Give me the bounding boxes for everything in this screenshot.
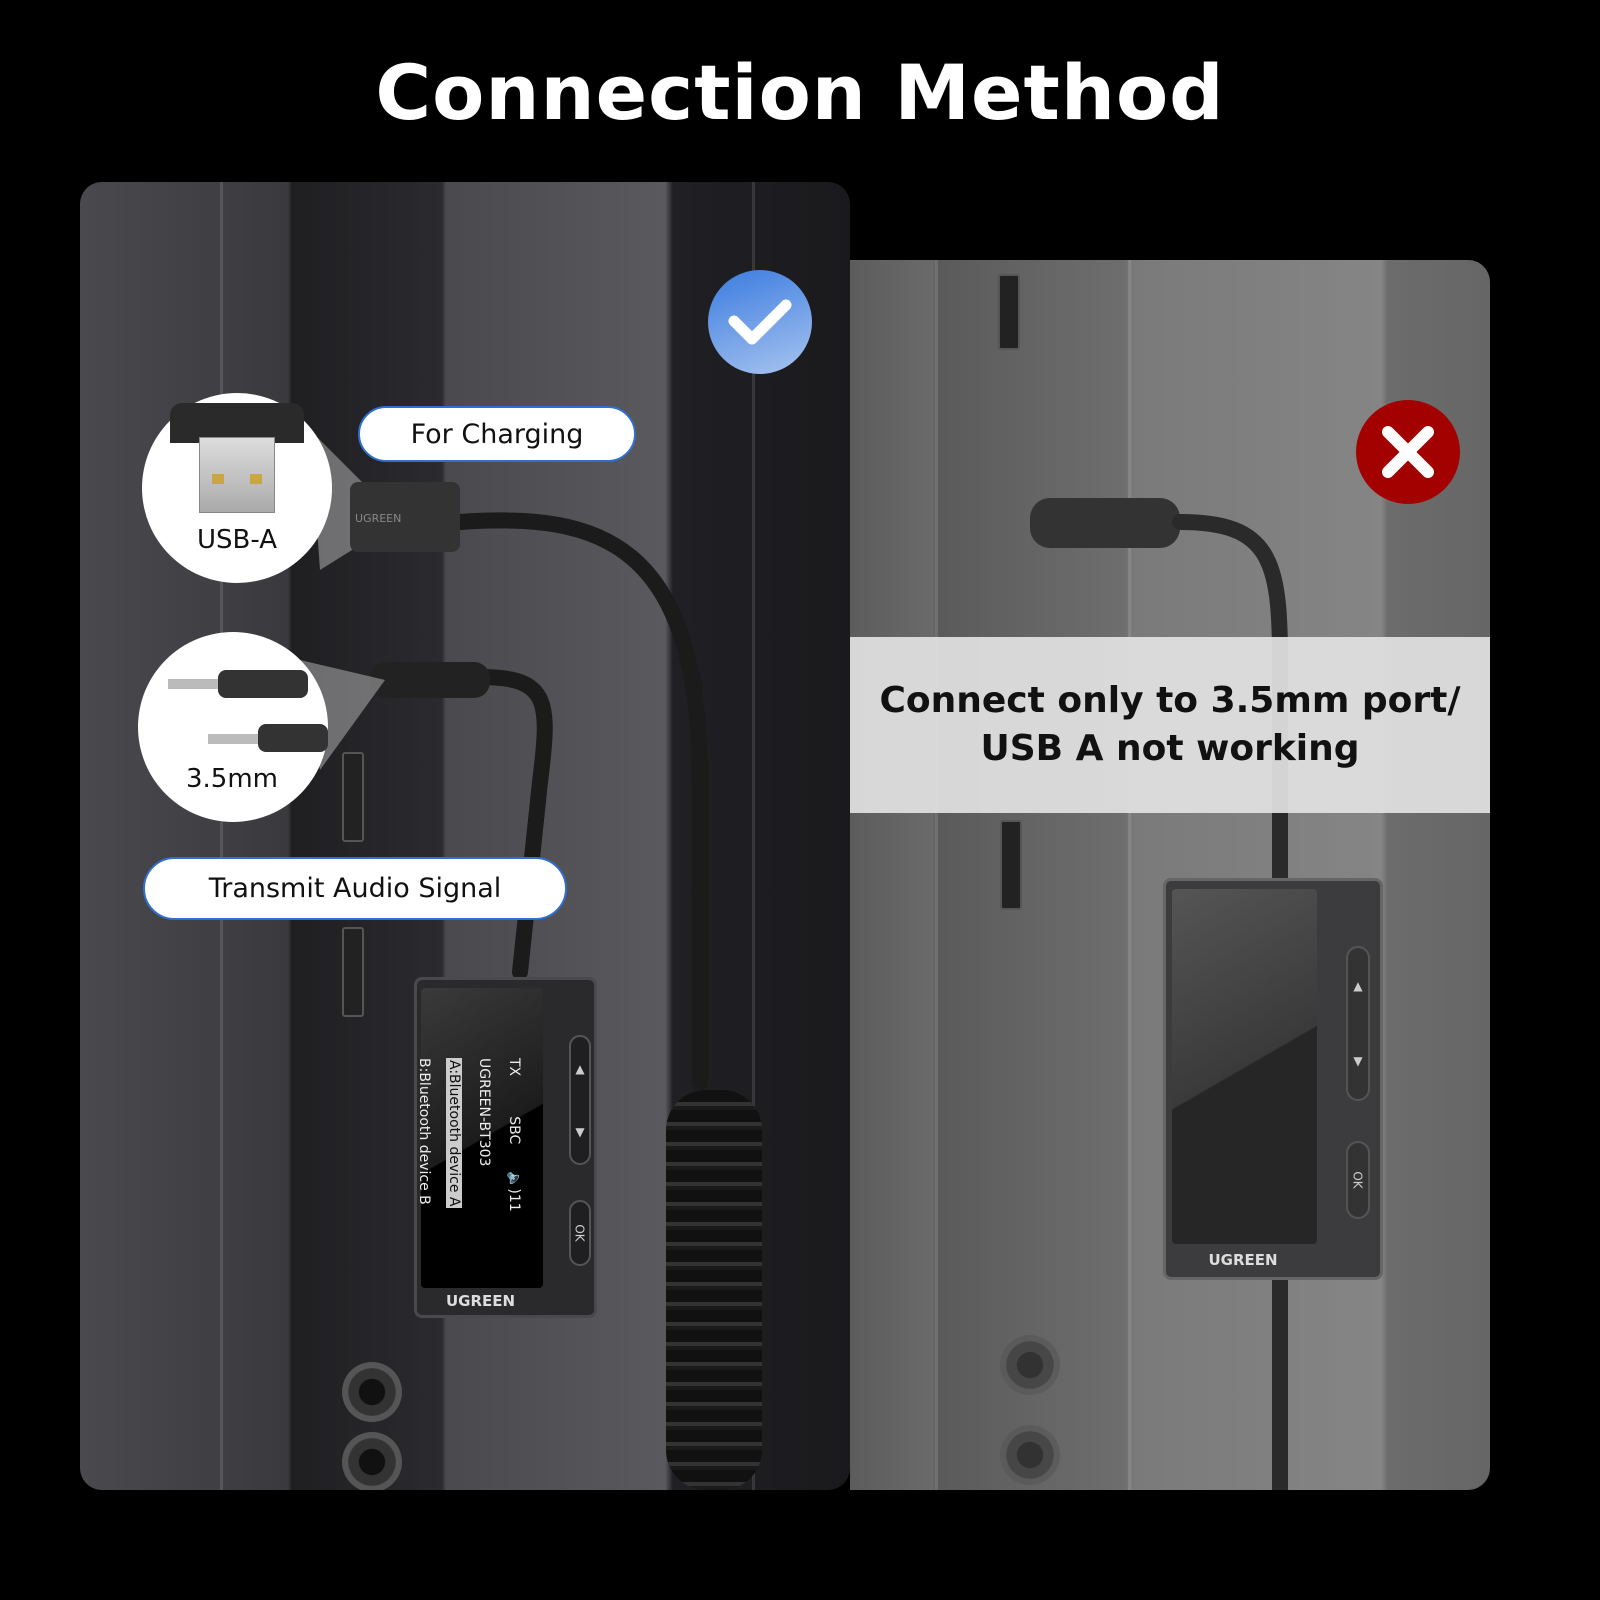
screen-codec: SBC bbox=[506, 1116, 522, 1145]
hdmi-port bbox=[998, 274, 1020, 350]
device-screen: TX SBC 🔈)11 UGREEN-BT303 A:Bluetooth dev… bbox=[416, 988, 543, 1288]
tv-edge bbox=[1128, 260, 1131, 1490]
aux-plug-icon bbox=[168, 670, 328, 752]
warning-banner: Connect only to 3.5mm port/ USB A not wo… bbox=[850, 637, 1490, 813]
up-down-button[interactable]: ▲▼ bbox=[1346, 946, 1370, 1101]
tv-edge bbox=[220, 182, 223, 1490]
device-brand: UGREEN bbox=[1208, 1251, 1278, 1269]
screen-volume: 🔈)11 bbox=[506, 1170, 522, 1212]
audio-cable bbox=[472, 669, 553, 980]
warning-line-1: Connect only to 3.5mm port/ bbox=[879, 680, 1461, 721]
usb-plug: UGREEN bbox=[350, 482, 460, 552]
audio-jack bbox=[1000, 1425, 1060, 1485]
x-icon bbox=[1356, 400, 1460, 504]
3-5mm-bubble: 3.5mm bbox=[138, 632, 328, 822]
usb-pin bbox=[250, 474, 262, 484]
audio-jack bbox=[342, 1362, 402, 1422]
tv-edge bbox=[752, 182, 755, 1490]
audio-jack bbox=[1000, 1335, 1060, 1395]
transmitter-device: UGREEN ▲▼ OK bbox=[1163, 878, 1383, 1280]
device-screen bbox=[1172, 889, 1317, 1244]
page-title: Connection Method bbox=[375, 48, 1225, 137]
hdmi-port bbox=[342, 927, 364, 1017]
usb-a-label: USB-A bbox=[197, 525, 277, 555]
coiled-cable bbox=[666, 1090, 762, 1490]
screen-device-b: B:Bluetooth device B bbox=[416, 1058, 432, 1205]
screen-mode: TX bbox=[506, 1058, 522, 1077]
audio-jack bbox=[342, 1432, 402, 1490]
usb-a-bubble: USB-A bbox=[142, 393, 332, 583]
hdmi-port bbox=[342, 752, 364, 842]
transmitter-device: TX SBC 🔈)11 UGREEN-BT303 A:Bluetooth dev… bbox=[414, 977, 597, 1318]
usb-plug-icon bbox=[170, 403, 304, 443]
warning-line-2: USB A not working bbox=[980, 728, 1360, 769]
audio-plug bbox=[370, 662, 490, 698]
ok-button[interactable]: OK bbox=[569, 1200, 591, 1266]
hdmi-port bbox=[1000, 820, 1022, 910]
device-brand: UGREEN bbox=[445, 1292, 516, 1310]
cables bbox=[370, 512, 708, 1090]
transmit-audio-label: Transmit Audio Signal bbox=[143, 857, 567, 920]
usb-pin bbox=[212, 474, 224, 484]
3-5mm-label: 3.5mm bbox=[186, 764, 279, 794]
ok-button[interactable]: OK bbox=[1346, 1141, 1370, 1219]
check-icon bbox=[708, 270, 812, 374]
screen-device-name: UGREEN-BT303 bbox=[476, 1058, 492, 1167]
tv-edge bbox=[935, 260, 938, 1490]
usb-cable bbox=[452, 512, 708, 1090]
up-down-button[interactable]: ▲▼ bbox=[569, 1035, 591, 1165]
usb-connector bbox=[199, 437, 275, 513]
for-charging-label: For Charging bbox=[358, 406, 636, 462]
screen-device-a: A:Bluetooth device A bbox=[446, 1058, 462, 1209]
